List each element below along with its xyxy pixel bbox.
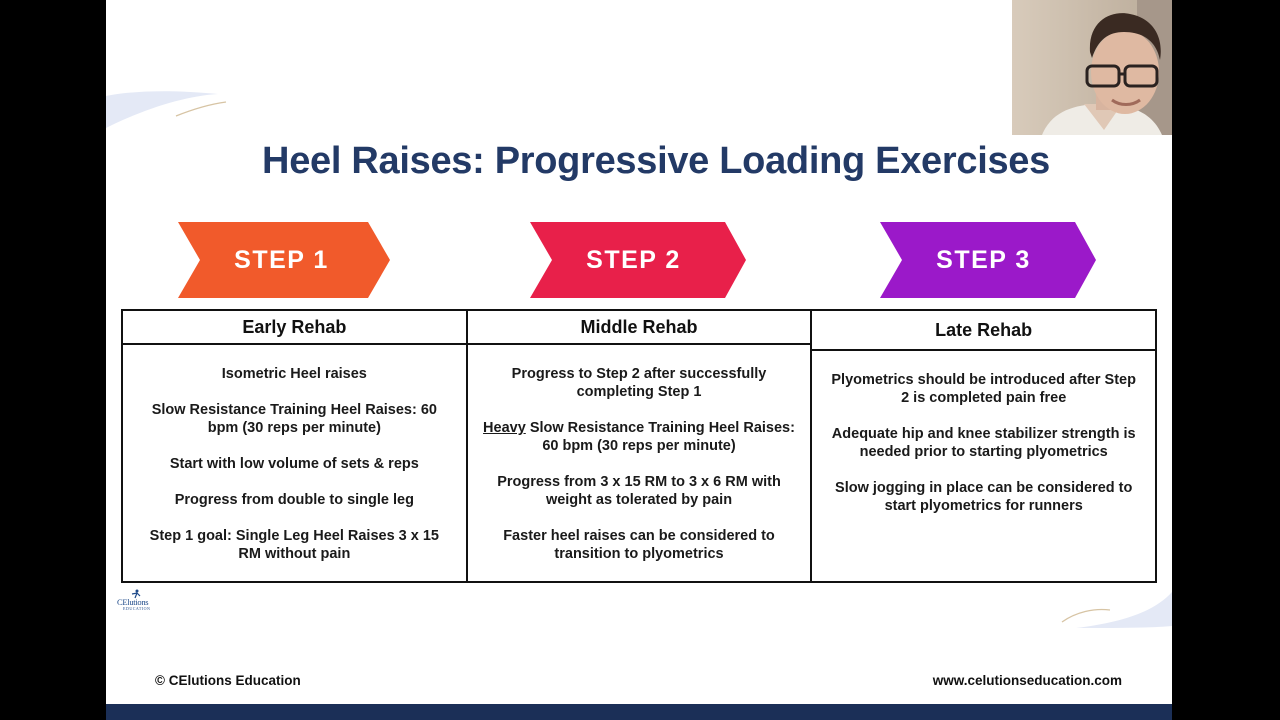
list-item: Heavy Slow Resistance Training Heel Rais… [482, 419, 797, 455]
runner-logo-icon [131, 589, 141, 599]
footer-website: www.celutionseducation.com [932, 673, 1122, 688]
column-header: Early Rehab [123, 311, 466, 345]
list-item: Slow jogging in place can be considered … [835, 480, 1133, 514]
early-rehab-column: Early Rehab Isometric Heel raises Slow R… [123, 311, 468, 581]
list-item: Progress from double to single leg [174, 492, 414, 508]
rehab-stages-table: Early Rehab Isometric Heel raises Slow R… [121, 309, 1157, 583]
list-item: Isometric Heel raises [221, 366, 367, 382]
slide-title: Heel Raises: Progressive Loading Exercis… [262, 140, 1050, 182]
list-item: Slow Resistance Training Heel Raises: 60… [151, 402, 437, 436]
step-1-arrow: STEP 1 [178, 222, 393, 298]
list-item: Faster heel raises can be considered to … [503, 528, 775, 562]
step-3-arrow: STEP 3 [880, 222, 1096, 298]
middle-rehab-column: Middle Rehab Progress to Step 2 after su… [467, 311, 813, 581]
step-2-arrow: STEP 2 [530, 222, 746, 298]
celutions-logo: CElutions EDUCATION [117, 589, 159, 611]
step-2-label: STEP 2 [586, 245, 681, 274]
list-item: Step 1 goal: Single Leg Heel Raises 3 x … [149, 528, 439, 562]
column-header: Middle Rehab [467, 311, 811, 345]
column-body: Plyometrics should be introduced after S… [812, 351, 1155, 581]
slide-bottom-bar [106, 704, 1172, 720]
list-item: Plyometrics should be introduced after S… [831, 372, 1136, 406]
column-header: Late Rehab [812, 311, 1156, 351]
list-item: Progress to Step 2 after successfully co… [511, 366, 767, 400]
list-item-text: Slow Resistance Training Heel Raises: 60… [529, 420, 795, 454]
emphasis-word: Heavy [483, 420, 526, 436]
step-1-label: STEP 1 [234, 245, 329, 274]
column-body: Progress to Step 2 after successfully co… [468, 345, 811, 581]
late-rehab-column: Late Rehab Plyometrics should be introdu… [812, 311, 1156, 581]
decorative-swoosh-bottom-right [1061, 592, 1172, 628]
step-3-label: STEP 3 [936, 245, 1031, 274]
logo-subtitle: EDUCATION [123, 606, 151, 611]
list-item: Start with low volume of sets & reps [169, 456, 419, 472]
column-body: Isometric Heel raises Slow Resistance Tr… [123, 345, 466, 581]
presenter-webcam [1012, 0, 1172, 135]
presentation-slide: Heel Raises: Progressive Loading Exercis… [106, 0, 1172, 720]
list-item: Adequate hip and knee stabilizer strengt… [831, 426, 1136, 460]
list-item: Progress from 3 x 15 RM to 3 x 6 RM with… [497, 474, 781, 508]
logo-word: CElutions [117, 597, 149, 607]
presenter-video-icon [1012, 0, 1172, 135]
footer-copyright: © CElutions Education [155, 673, 301, 688]
decorative-swoosh-top-left [106, 91, 227, 128]
